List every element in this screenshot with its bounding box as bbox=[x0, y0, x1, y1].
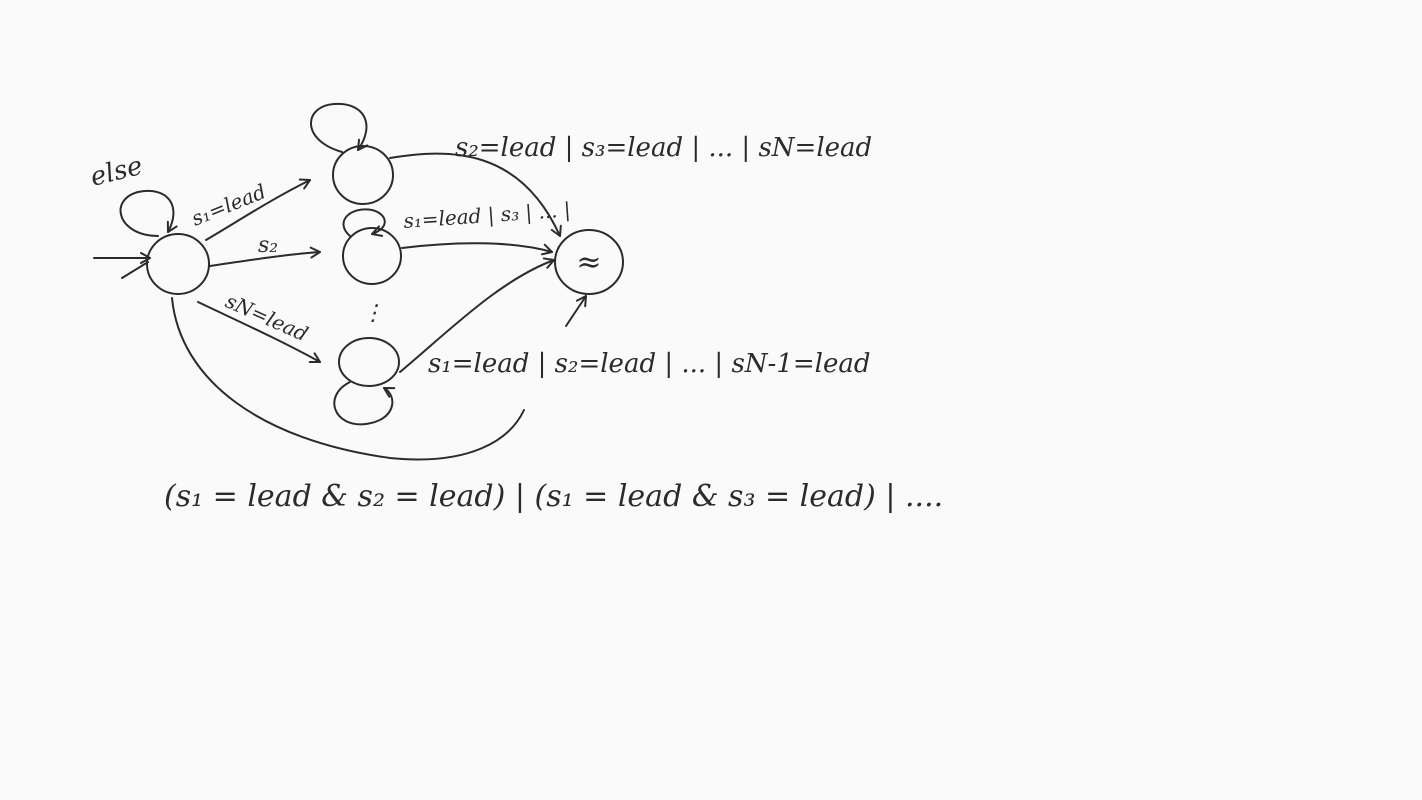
edge-start-staten bbox=[197, 301, 321, 364]
edge-bottom-label: s₁=lead | s₂=lead | ... | sN-1=lead bbox=[428, 349, 871, 379]
edge-start-state2-label: s₂ bbox=[258, 233, 278, 258]
self-loop-label: else bbox=[87, 151, 145, 193]
state-1: s₂=lead | s₃=lead | ... | sN=lead bbox=[310, 102, 872, 237]
start-self-loop bbox=[119, 189, 178, 237]
start-state: else bbox=[87, 151, 210, 295]
edge-start-state1-label: s₁=lead bbox=[188, 179, 269, 230]
edge-staten-accept bbox=[399, 257, 555, 373]
accept-mark: ≈ bbox=[576, 245, 601, 280]
start-state-circle bbox=[146, 233, 210, 295]
accept-state: ≈ bbox=[554, 229, 624, 327]
edge-state1-accept bbox=[389, 152, 562, 237]
edge-top-label: s₂=lead | s₃=lead | ... | sN=lead bbox=[455, 133, 872, 163]
initial-arrow-stroke bbox=[121, 261, 149, 279]
state-n: s₁=lead | s₂=lead | ... | sN-1=lead bbox=[333, 257, 871, 426]
edge-mid-label: s₁=lead | s₃ | ... | bbox=[403, 197, 572, 234]
accept-incoming-arrow bbox=[565, 295, 587, 327]
formula: (s₁ = lead & s₂ = lead) | (s₁ = lead & s… bbox=[164, 479, 943, 514]
edge-start-state2 bbox=[209, 246, 321, 267]
state-n-circle bbox=[338, 337, 400, 387]
accept-state-circle bbox=[554, 229, 624, 295]
edge-start-bottom-curve bbox=[171, 297, 525, 461]
edge-start-state1 bbox=[205, 178, 311, 241]
state-1-circle bbox=[332, 145, 394, 205]
state-2: s₁=lead | s₃ | ... | bbox=[342, 197, 572, 285]
edge-state2-accept bbox=[401, 242, 553, 256]
edge-start-staten-label: sN=lead bbox=[222, 289, 312, 347]
vertical-dots: ⋮ bbox=[362, 301, 384, 326]
state-2-self-loop bbox=[342, 208, 386, 237]
state-1-self-loop bbox=[310, 102, 369, 153]
state-n-self-loop bbox=[333, 381, 396, 426]
state-2-circle bbox=[342, 227, 402, 285]
